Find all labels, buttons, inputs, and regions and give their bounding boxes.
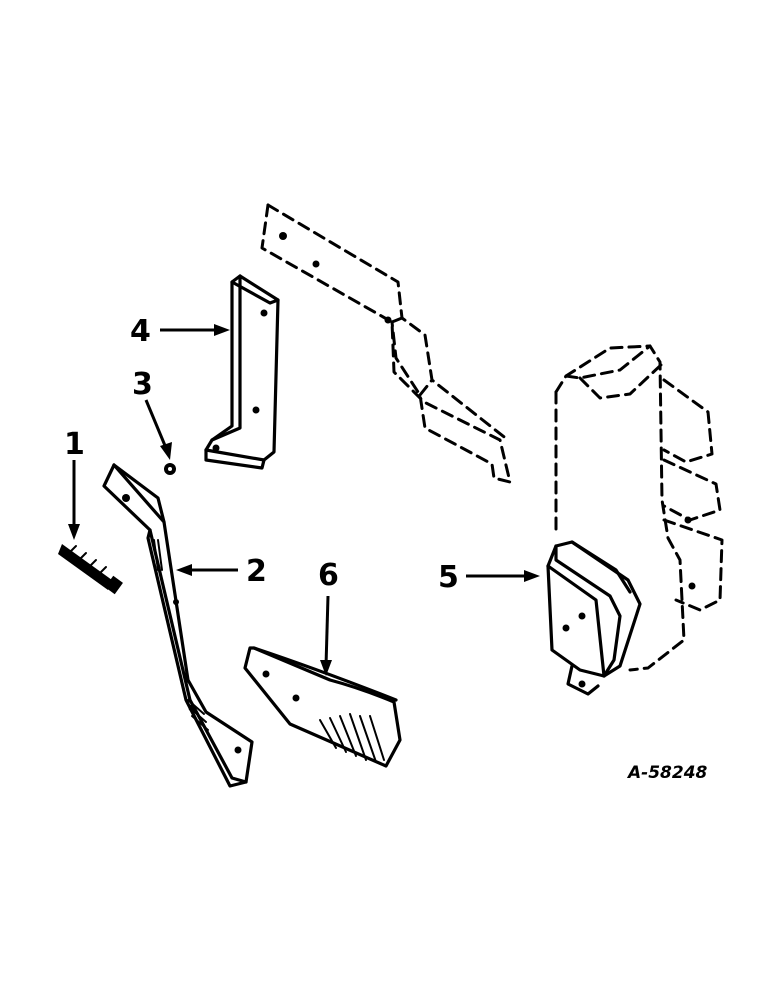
part-2-long-bracket <box>102 463 254 788</box>
part-5-u-bracket <box>546 540 642 696</box>
part-3-nut <box>164 463 176 475</box>
callout-5: 5 <box>438 560 459 595</box>
callout-1: 1 <box>64 427 85 462</box>
leader-arrows <box>68 324 540 676</box>
frame-rail <box>260 203 512 484</box>
callout-6: 6 <box>318 558 339 593</box>
part-1-bolt <box>58 544 123 595</box>
figure-reference-code: A-58248 <box>626 763 708 783</box>
part-4-l-bracket <box>204 274 280 470</box>
casting-outline <box>554 344 724 672</box>
callout-3: 3 <box>132 367 153 402</box>
callout-2: 2 <box>246 554 267 589</box>
part-6-shield-plate <box>243 646 402 768</box>
callout-4: 4 <box>130 314 151 349</box>
